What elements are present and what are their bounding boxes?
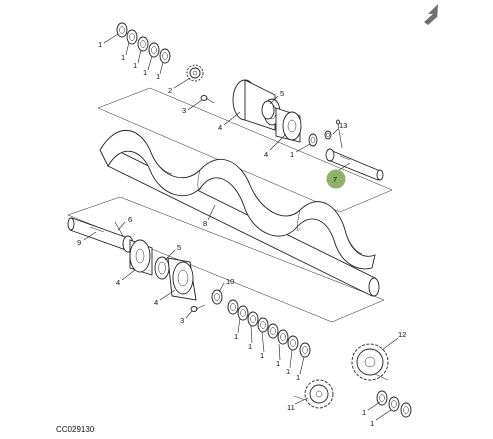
back-arrow-icon[interactable] bbox=[424, 4, 438, 25]
callout-label[interactable]: 4 bbox=[218, 123, 222, 132]
lower-washer-stack bbox=[227, 299, 311, 358]
callout-label[interactable]: 7 bbox=[333, 175, 337, 184]
callout-label[interactable]: 1 bbox=[260, 351, 264, 360]
callout-label[interactable]: 1 bbox=[370, 419, 374, 428]
figure-code: CC029130 bbox=[56, 425, 95, 434]
callout-label[interactable]: 1 bbox=[98, 40, 102, 49]
upper-washer-stack bbox=[116, 22, 171, 64]
callout-label[interactable]: 1 bbox=[276, 359, 280, 368]
callout-label[interactable]: 4 bbox=[264, 150, 268, 159]
callout-label[interactable]: 11 bbox=[287, 403, 295, 412]
auger-reference-frame bbox=[67, 87, 393, 323]
callout-label[interactable]: 1 bbox=[362, 408, 366, 417]
callout-label[interactable]: 1 bbox=[290, 150, 294, 159]
callout-label[interactable]: 5 bbox=[177, 243, 181, 252]
upper-bearing-housing bbox=[232, 79, 281, 131]
lower-bolt bbox=[190, 304, 206, 312]
medium-sprocket bbox=[293, 379, 334, 409]
callout-label[interactable]: 1 bbox=[296, 373, 300, 382]
callout-label[interactable]: 1 bbox=[133, 61, 137, 70]
lower-spacer bbox=[211, 289, 223, 305]
callout-label[interactable]: 1 bbox=[121, 53, 125, 62]
callout-label[interactable]: 3 bbox=[180, 316, 184, 325]
callout-label[interactable]: 3 bbox=[182, 106, 186, 115]
lower-bearing bbox=[154, 256, 170, 280]
callout-label[interactable]: 1 bbox=[156, 72, 160, 81]
callout-label[interactable]: 2 bbox=[168, 86, 172, 95]
callout-label[interactable]: 1 bbox=[143, 68, 147, 77]
lower-bearing-housing bbox=[167, 257, 197, 301]
large-sprocket bbox=[351, 343, 389, 381]
selected-part-highlight[interactable] bbox=[326, 169, 346, 189]
callout-label[interactable]: 9 bbox=[77, 238, 81, 247]
lower-flange-plate bbox=[129, 239, 153, 276]
callout-label[interactable]: 8 bbox=[203, 219, 207, 228]
upper-bolt bbox=[200, 95, 215, 104]
callout-label[interactable]: 6 bbox=[128, 215, 132, 224]
callout-label[interactable]: 5 bbox=[280, 89, 284, 98]
callout-label[interactable]: 1 bbox=[234, 332, 238, 341]
callout-label[interactable]: 4 bbox=[116, 278, 120, 287]
end-washer-stack bbox=[376, 390, 412, 418]
callout-label[interactable]: 1 bbox=[248, 342, 252, 351]
leader-lines bbox=[83, 33, 399, 421]
callout-label[interactable]: 13 bbox=[339, 121, 347, 130]
callout-label[interactable]: 1 bbox=[286, 367, 290, 376]
callout-label[interactable]: 12 bbox=[398, 330, 406, 339]
callout-label[interactable]: 4 bbox=[154, 298, 158, 307]
callout-label[interactable]: 10 bbox=[226, 277, 234, 286]
upper-seal-washer bbox=[308, 130, 332, 147]
upper-flange-plate bbox=[275, 107, 302, 143]
callout-labels: 1 1 1 1 1 2 3 4 5 4 1 13 7 8 6 9 5 4 10 … bbox=[77, 40, 406, 428]
small-sprocket bbox=[186, 64, 204, 82]
upper-drive-shaft bbox=[325, 119, 384, 181]
auger-flighting bbox=[99, 130, 380, 297]
